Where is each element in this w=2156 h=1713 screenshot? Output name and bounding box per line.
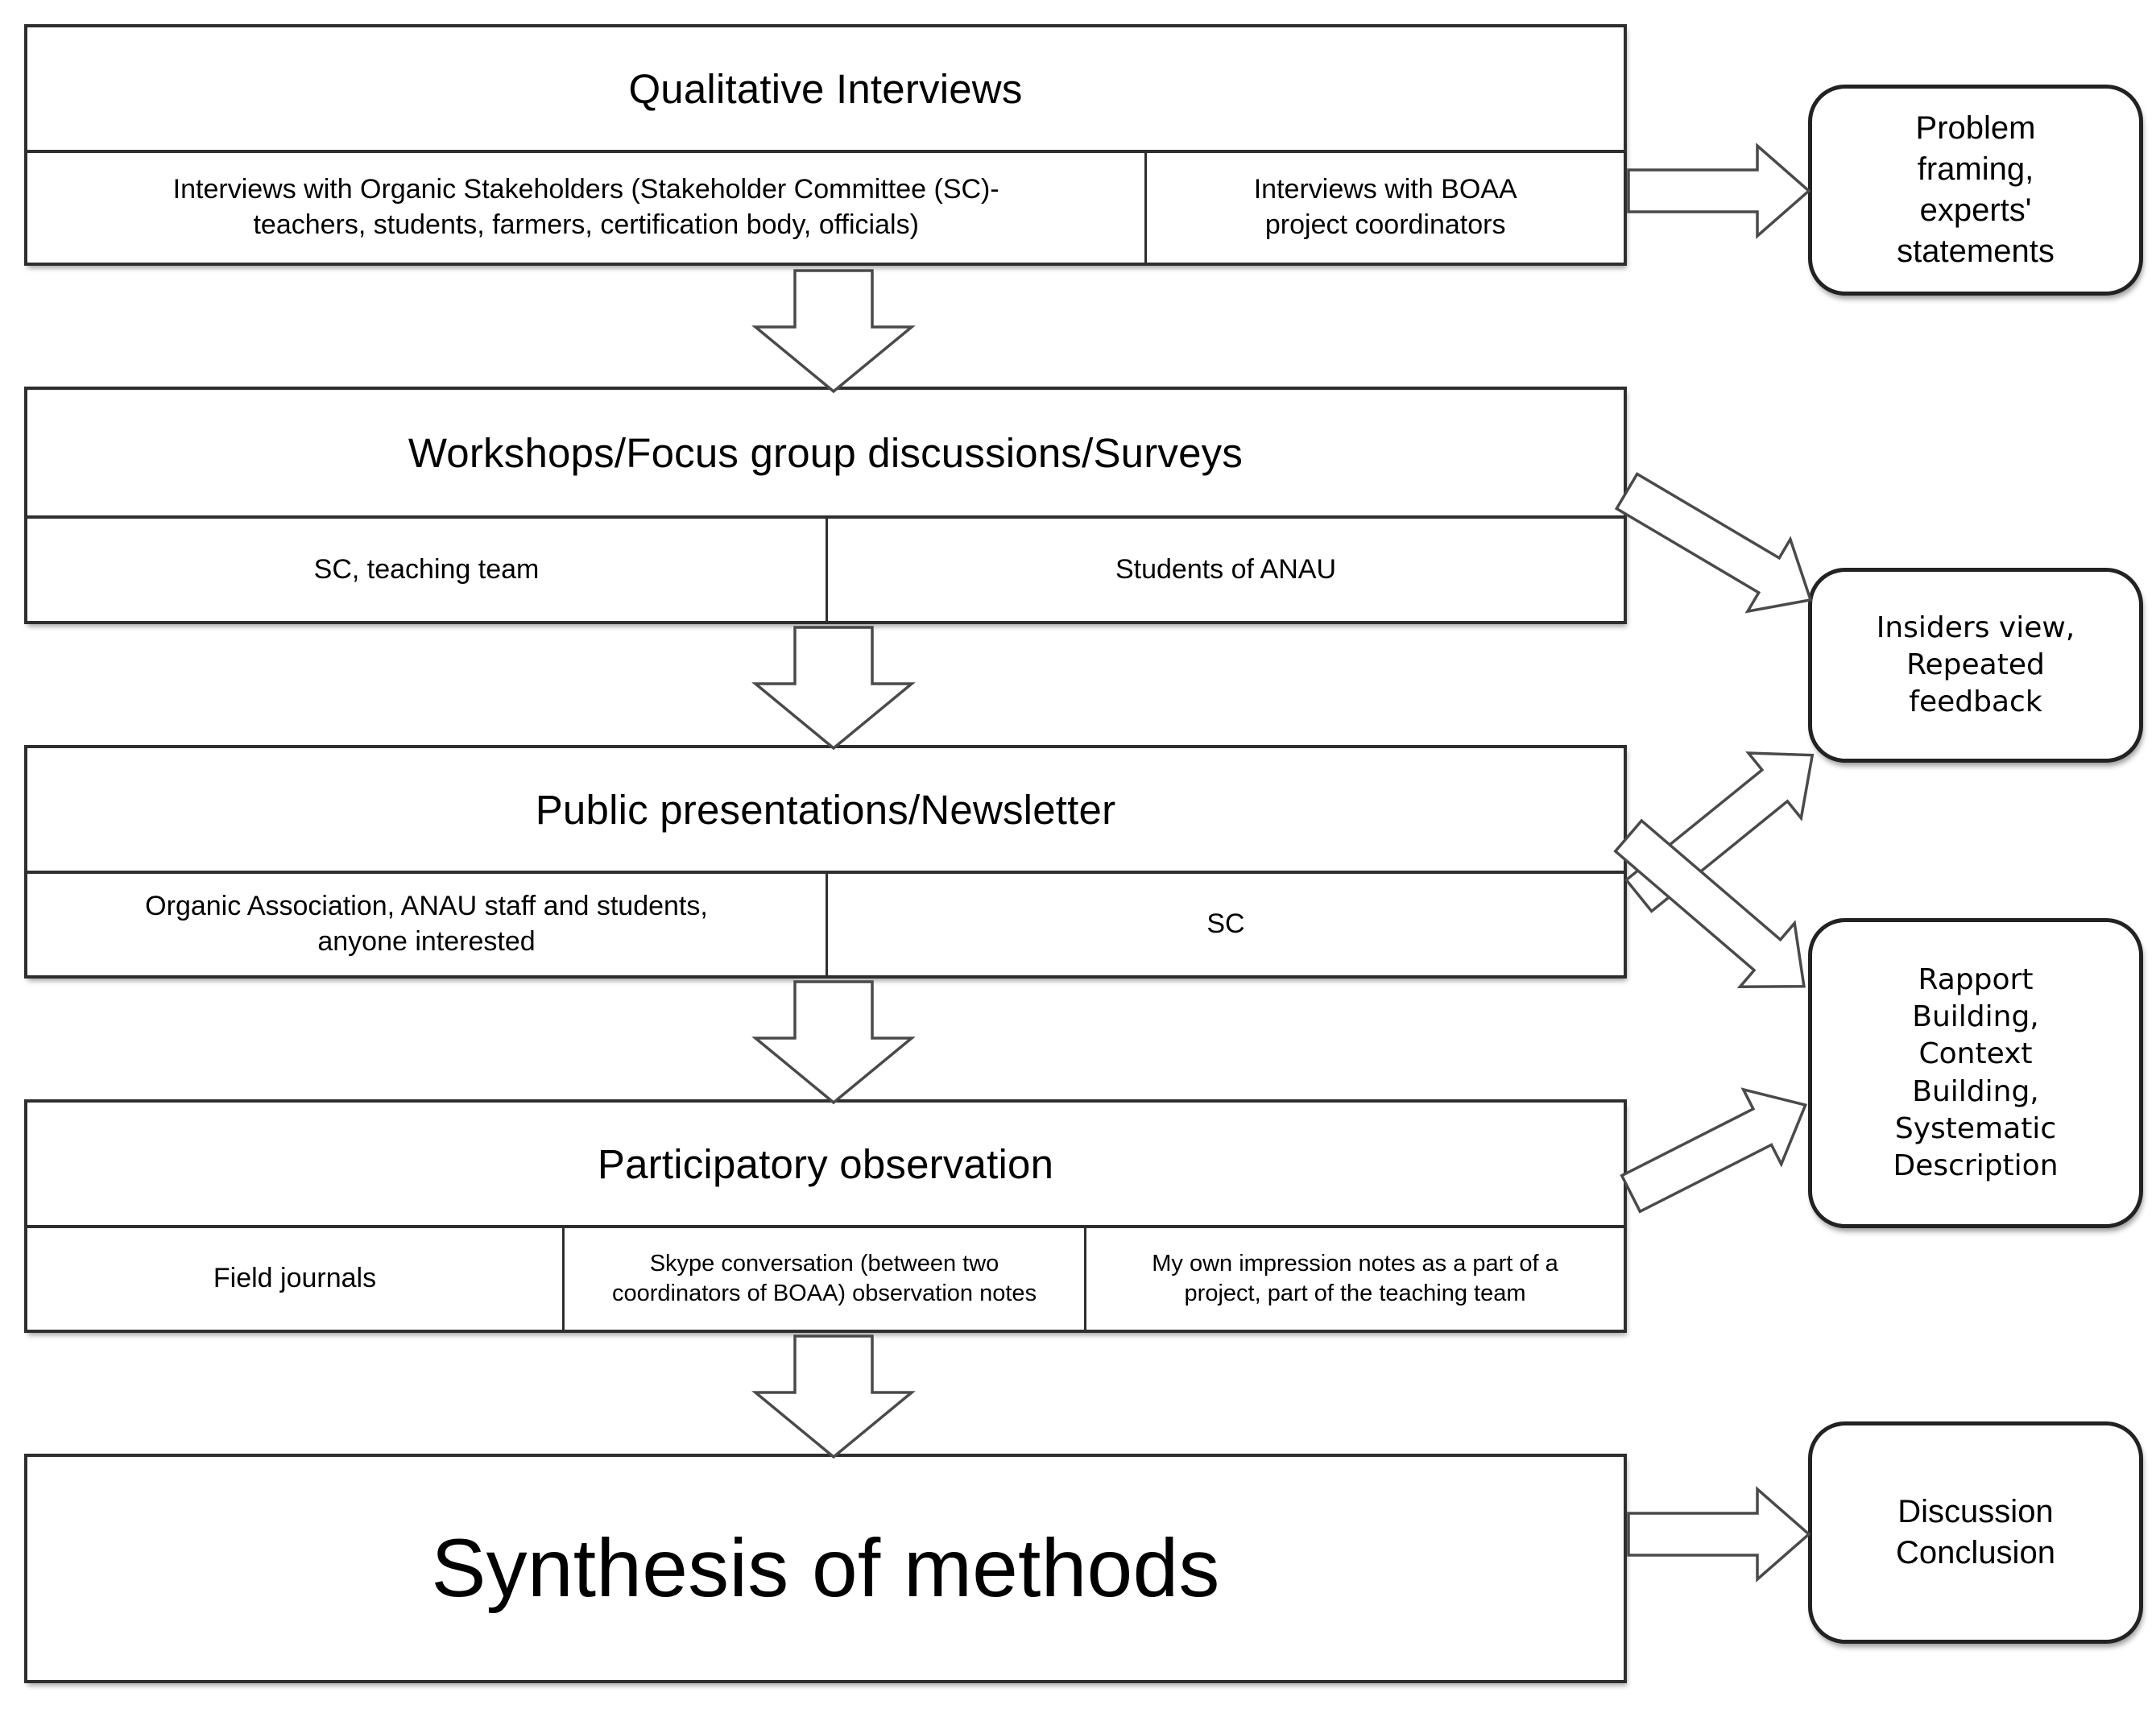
arrow-interviews-to-problem-framing [1627,143,1811,239]
cell-students-of-anau: Students of ANAU [826,519,1624,621]
arrow-presentations-to-insiders-view [1624,751,1815,913]
method-box-synthesis: Synthesis of methods [24,1454,1627,1683]
arrow-synthesis-to-discussion [1627,1486,1811,1583]
row-title-participatory-observation: Participatory observation [597,1140,1054,1187]
row-cells: SC, teaching team Students of ANAU [27,515,1624,621]
cell-skype-conversation: Skype conversation (between two coordina… [561,1228,1084,1330]
outcome-box-insiders-view: Insiders view, Repeated feedback [1808,568,2143,763]
arrow-presentations-to-rapport-building [1613,818,1806,988]
down-arrow-4 [751,1334,916,1459]
row-title-workshops: Workshops/Focus group discussions/Survey… [408,429,1244,476]
row-cells: Field journals Skype conversation (betwe… [27,1225,1624,1330]
row-cells: Interviews with Organic Stakeholders (St… [27,150,1624,263]
cell-field-journals: Field journals [213,1263,377,1294]
row-title-qualitative-interviews: Qualitative Interviews [628,65,1023,112]
arrow-observation-to-rapport-building [1620,1087,1808,1214]
arrow-workshops-to-insiders-view [1614,472,1813,614]
cell-sc: SC [826,874,1624,975]
outcome-box-rapport-building: Rapport Building, Context Building, Syst… [1808,918,2143,1228]
method-box-public-presentations: Public presentations/Newsletter Organic … [24,745,1627,979]
method-box-qualitative-interviews: Qualitative Interviews Interviews with O… [24,24,1627,266]
cell-impression-notes: My own impression notes as a part of a p… [1084,1228,1624,1330]
cell-boaa-coordinators: Interviews with BOAA project coordinator… [1144,153,1624,263]
row-title-public-presentations: Public presentations/Newsletter [535,786,1116,833]
method-box-participatory-observation: Participatory observation Field journals… [24,1099,1627,1333]
down-arrow-1 [751,269,916,394]
outcome-box-problem-framing: Problem framing, experts' statements [1808,85,2143,296]
method-box-workshops: Workshops/Focus group discussions/Survey… [24,387,1627,624]
row-cells: Organic Association, ANAU staff and stud… [27,871,1624,975]
outcome-box-discussion-conclusion: Discussion Conclusion [1808,1421,2143,1644]
cell-organic-stakeholders: Interviews with Organic Stakeholders (St… [172,174,999,240]
down-arrow-3 [751,980,916,1105]
row-title-synthesis: Synthesis of methods [431,1522,1220,1614]
cell-sc-teaching-team: SC, teaching team [313,553,540,585]
down-arrow-2 [751,626,916,751]
cell-organic-association: Organic Association, ANAU staff and stud… [145,891,708,957]
